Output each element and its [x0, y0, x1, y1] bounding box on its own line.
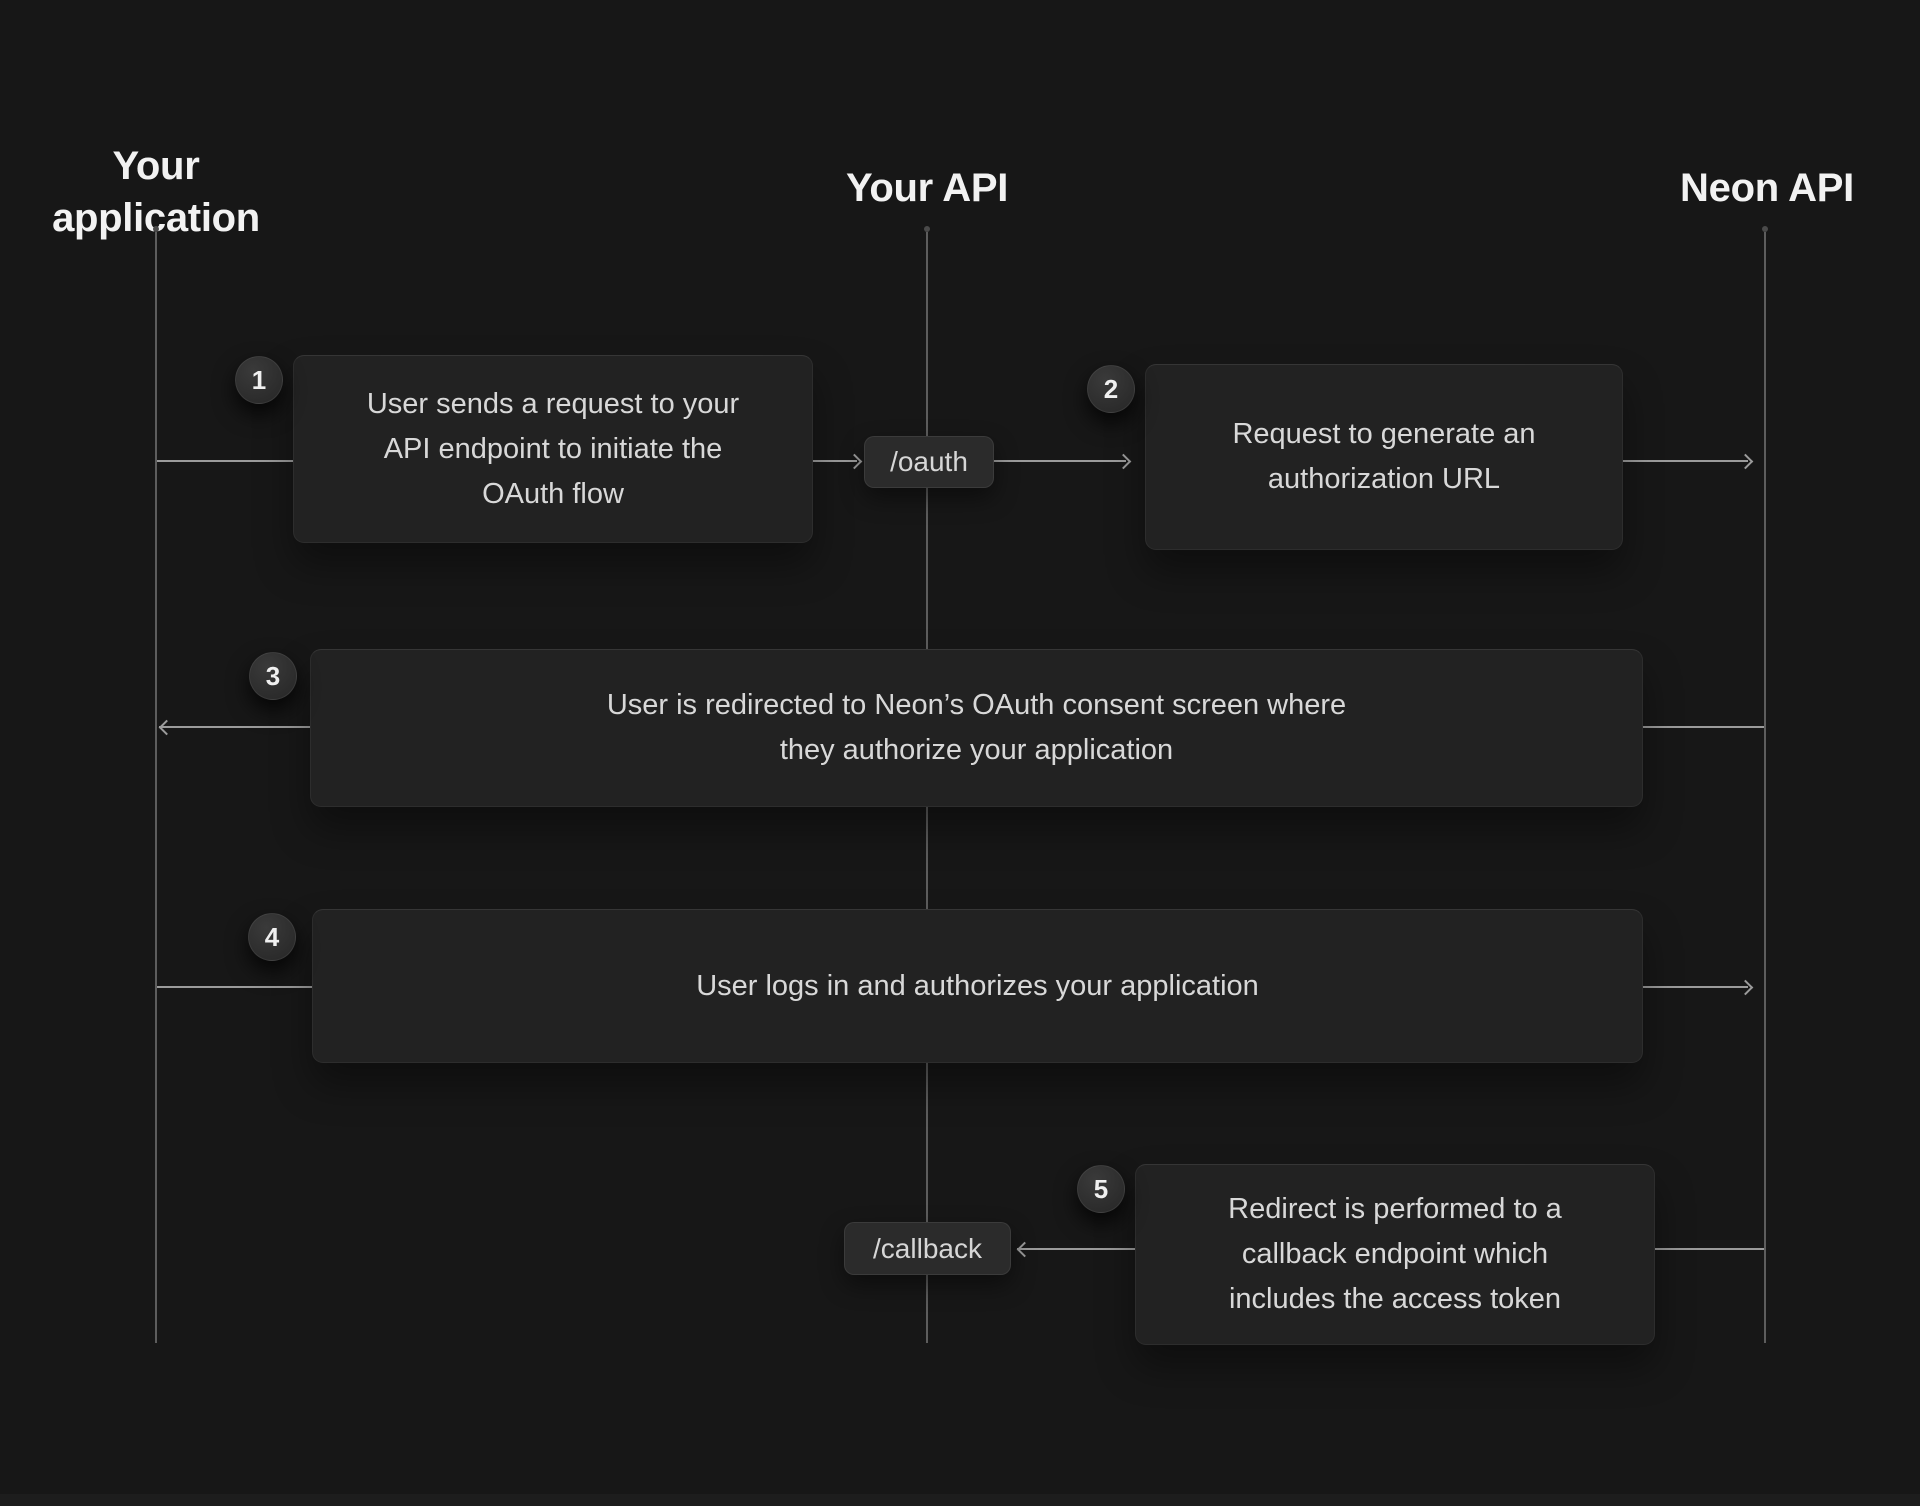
step-2-text-line: Request to generate an — [1232, 418, 1536, 450]
step-4-note: User logs in and authorizes your applica… — [312, 909, 1643, 1063]
step-5-note: Redirect is performed to a callback endp… — [1135, 1164, 1655, 1345]
arrow-step2-segment — [1623, 460, 1748, 462]
step-1-text-line: User sends a request to your — [366, 387, 740, 420]
lane-label-your-application: Your application — [52, 144, 260, 240]
arrow-step1-segment-right — [994, 460, 1126, 462]
step-5-text-line: Redirect is performed to a — [1228, 1193, 1562, 1225]
endpoint-callback-badge: /callback — [844, 1222, 1011, 1275]
step-3-number-badge: 3 — [249, 652, 297, 700]
arrowhead-right-icon — [1115, 453, 1132, 470]
arrow-step4-segment-left — [157, 986, 312, 988]
arrow-step3-segment-right — [1643, 726, 1764, 728]
arrowhead-right-icon — [846, 453, 863, 470]
step-4-number-badge: 4 — [248, 913, 296, 961]
step-5-number: 5 — [1093, 1173, 1109, 1204]
step-4-number: 4 — [264, 921, 280, 952]
arrow-step4-segment-right — [1643, 986, 1748, 988]
arrowhead-right-icon — [1737, 979, 1754, 996]
lane-line-neon-api — [1764, 232, 1766, 1343]
step-5-text-line: includes the access token — [1228, 1283, 1562, 1315]
step-5-text-line: callback endpoint which — [1241, 1238, 1549, 1270]
endpoint-callback-label: /callback — [873, 1232, 982, 1264]
arrowhead-left-icon — [1016, 1241, 1033, 1258]
step-2-number: 2 — [1103, 373, 1119, 404]
step-3-note: User is redirected to Neon’s OAuth conse… — [310, 649, 1643, 807]
step-4-text-line: User logs in and authorizes your applica… — [696, 969, 1259, 1002]
endpoint-oauth-label: /oauth — [890, 446, 968, 477]
arrow-step1-segment-mid — [813, 460, 857, 462]
arrowhead-right-icon — [1737, 453, 1754, 470]
step-1-number-badge: 1 — [235, 356, 283, 404]
step-1-text-line: API endpoint to initiate the — [383, 432, 723, 465]
step-1-text-line: OAuth flow — [482, 477, 624, 510]
step-3-text-line: they authorize your application — [779, 734, 1174, 766]
arrow-step3-segment-left — [159, 726, 310, 728]
step-2-number-badge: 2 — [1087, 365, 1135, 413]
step-5-number-badge: 5 — [1077, 1165, 1125, 1213]
arrow-step1-segment-left — [157, 460, 293, 462]
step-3-text-line: User is redirected to Neon’s OAuth conse… — [606, 689, 1347, 721]
step-1-note: User sends a request to your API endpoin… — [293, 355, 813, 543]
step-2-text-line: authorization URL — [1267, 463, 1501, 495]
step-1-number: 1 — [251, 364, 267, 395]
step-2-note: Request to generate an authorization URL — [1145, 364, 1623, 550]
step-3-number: 3 — [265, 660, 281, 691]
arrowhead-left-icon — [158, 719, 175, 736]
lane-start-dot-your-application — [153, 226, 159, 232]
bottom-edge — [0, 1494, 1920, 1506]
lane-label-neon-api: Neon API — [1680, 166, 1854, 210]
lane-start-dot-neon-api — [1762, 226, 1768, 232]
lane-label-your-api: Your API — [845, 166, 1009, 210]
lane-line-your-application — [155, 232, 157, 1343]
arrow-step5-segment-right — [1655, 1248, 1764, 1250]
endpoint-oauth-badge: /oauth — [864, 436, 994, 488]
arrow-step5-segment-mid — [1017, 1248, 1135, 1250]
lane-start-dot-your-api — [924, 226, 930, 232]
